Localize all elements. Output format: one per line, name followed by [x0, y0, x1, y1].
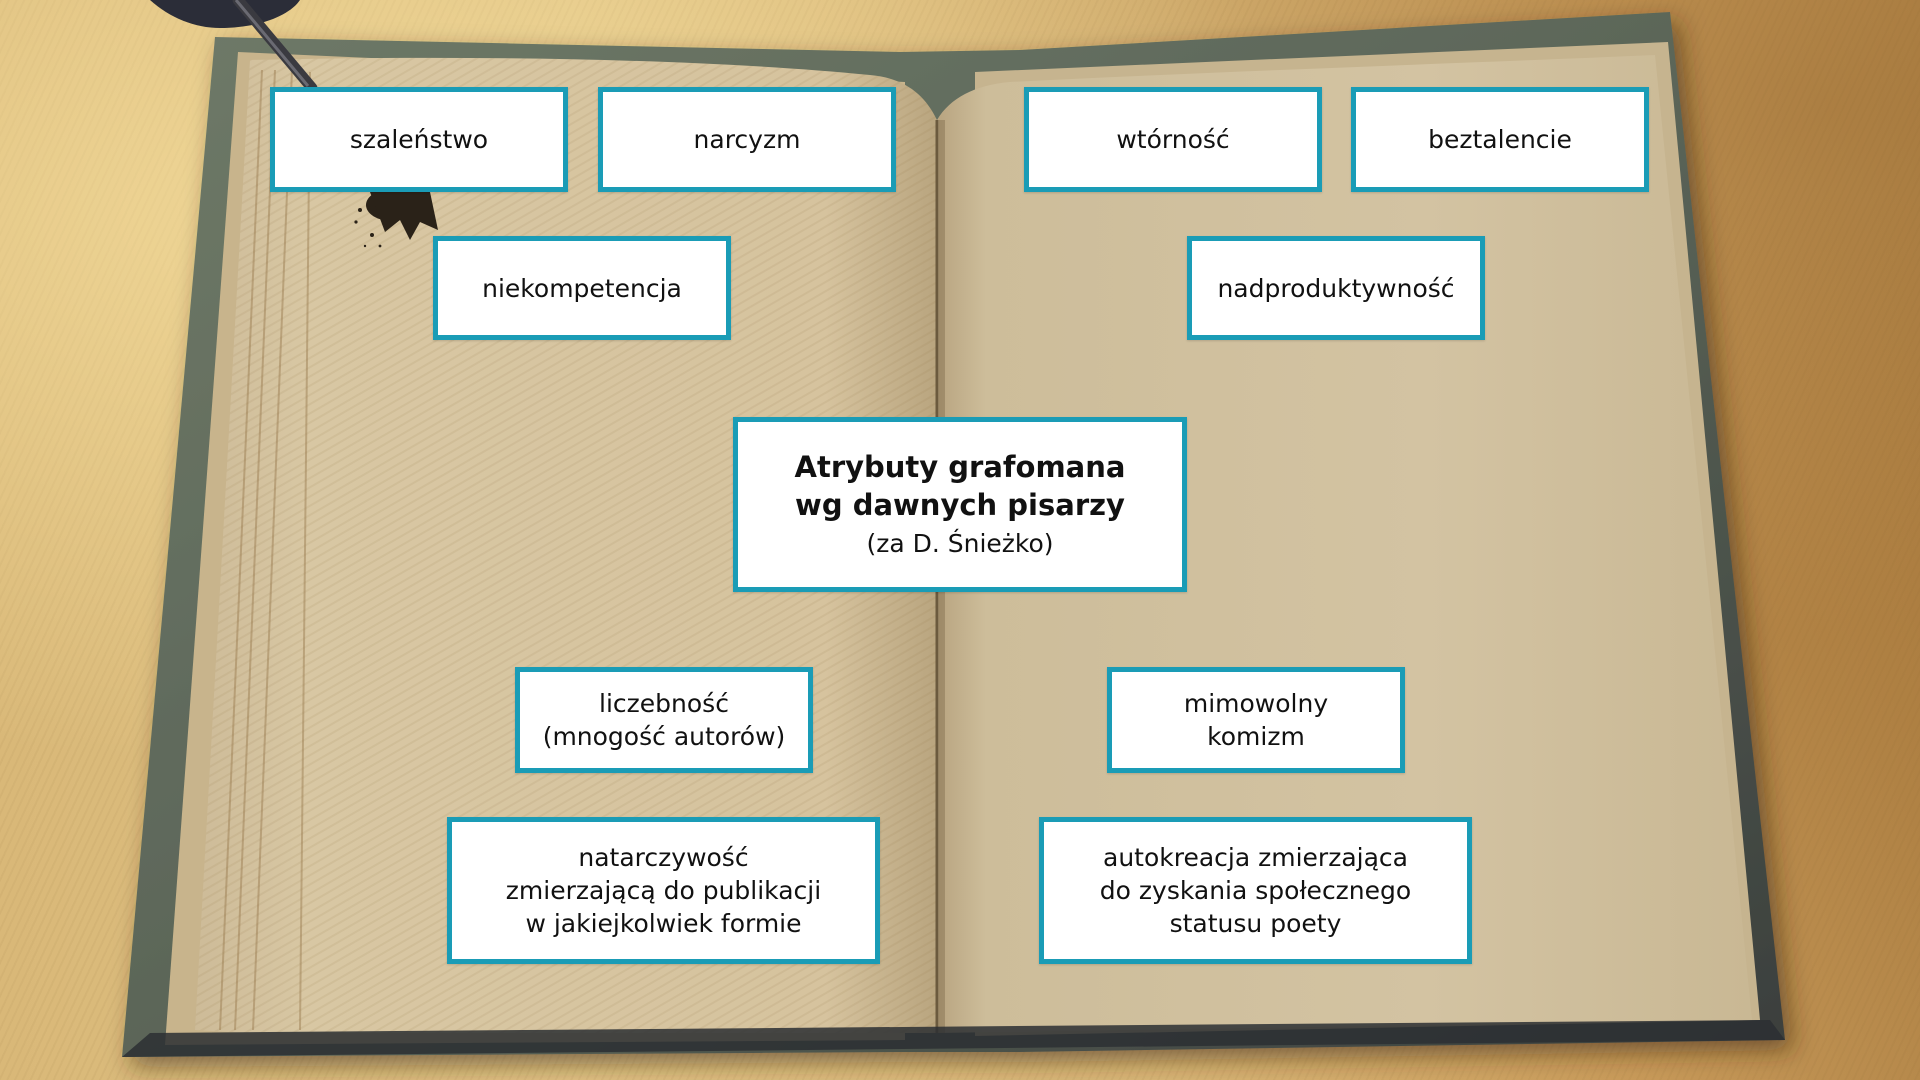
attribute-label: liczebność (mnogość autorów) [542, 689, 786, 751]
attribute-label: wtórność [1116, 125, 1230, 154]
quill-pen-icon [150, 0, 318, 94]
diagram-subtitle: (za D. Śnieżko) [866, 528, 1054, 558]
attribute-box-nadproduktywnosc: nadproduktywność [1187, 236, 1485, 340]
attribute-box-wtornosc: wtórność [1024, 87, 1322, 192]
attribute-box-natarczywosc: natarczywość zmierzającą do publikacji w… [447, 817, 880, 964]
attribute-label: beztalencie [1428, 125, 1572, 154]
attribute-label: nadproduktywność [1217, 273, 1455, 303]
attribute-box-szalenstwo: szaleństwo [270, 87, 568, 192]
right-page [937, 55, 1752, 1033]
diagram-title: Atrybuty grafomana wg dawnych pisarzy [794, 449, 1126, 522]
attribute-box-liczebnosc: liczebność (mnogość autorów) [515, 667, 813, 773]
attribute-box-mimowolny-komizm: mimowolny komizm [1107, 667, 1405, 773]
ink-splatter [354, 189, 438, 248]
attribute-label: szaleństwo [349, 125, 489, 154]
attribute-box-narcyzm: narcyzm [598, 87, 896, 192]
attribute-label: narcyzm [693, 125, 801, 154]
attribute-box-beztalencie: beztalencie [1351, 87, 1649, 192]
diagram-title-box: Atrybuty grafomana wg dawnych pisarzy (z… [733, 417, 1187, 592]
attribute-label: natarczywość zmierzającą do publikacji w… [505, 843, 822, 938]
attribute-box-niekompetencja: niekompetencja [433, 236, 731, 340]
attribute-label: niekompetencja [482, 273, 682, 303]
attribute-label: mimowolny komizm [1183, 689, 1329, 751]
attribute-label: autokreacja zmierzająca do zyskania społ… [1099, 843, 1412, 938]
attribute-box-autokreacja: autokreacja zmierzająca do zyskania społ… [1039, 817, 1472, 964]
